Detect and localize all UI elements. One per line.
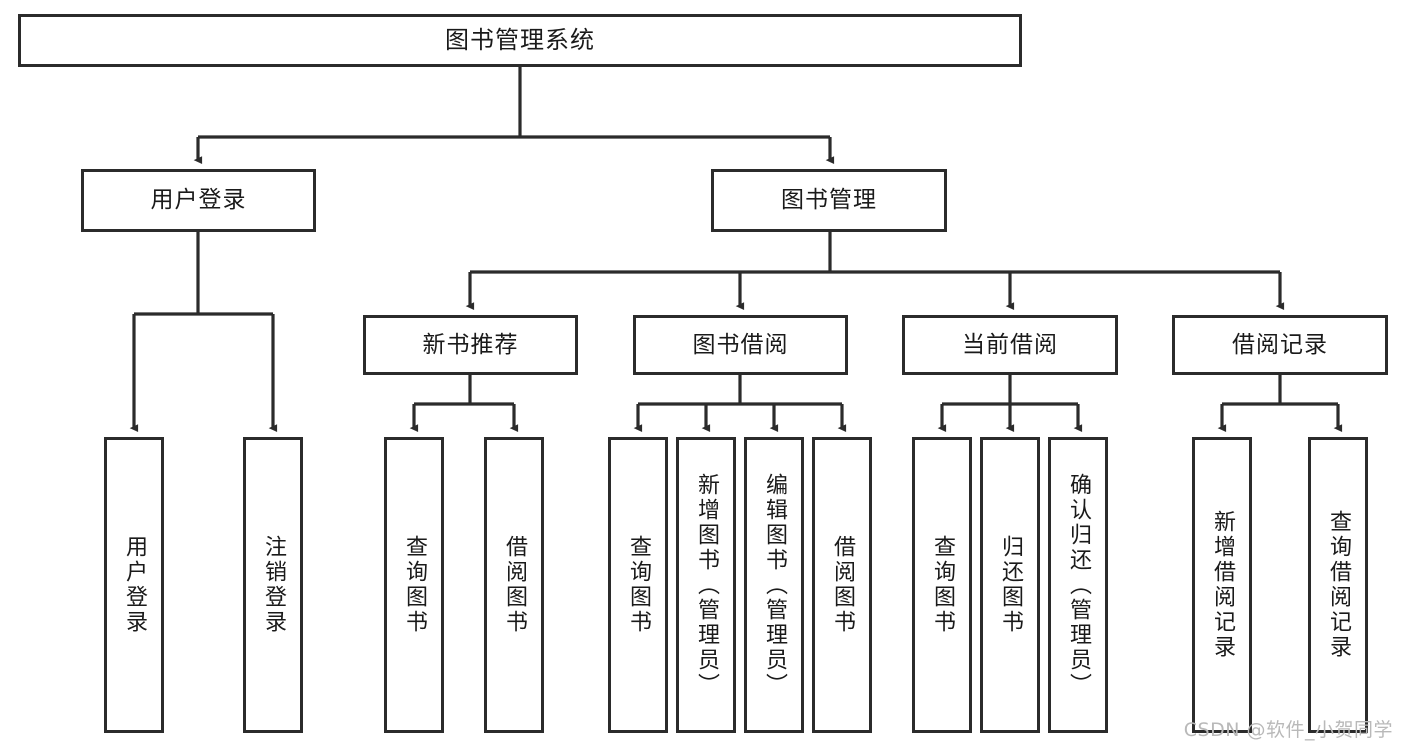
- leaf-user-login-logout[interactable]: 注销登录: [243, 437, 303, 733]
- leaf-label: 查询图书: [625, 535, 651, 635]
- node-current-borrow[interactable]: 当前借阅: [902, 315, 1118, 375]
- node-borrow-record[interactable]: 借阅记录: [1172, 315, 1388, 375]
- node-borrow-record-label: 借阅记录: [1232, 331, 1328, 358]
- node-root-label: 图书管理系统: [445, 25, 595, 54]
- leaf-label: 归还图书: [997, 535, 1023, 635]
- node-root-book-management-system[interactable]: 图书管理系统: [18, 14, 1022, 67]
- leaf-new-book-query-book[interactable]: 查询图书: [384, 437, 444, 733]
- leaf-label: 注销登录: [260, 535, 286, 635]
- leaf-record-query-record[interactable]: 查询借阅记录: [1308, 437, 1368, 733]
- leaf-borrow-borrow-book[interactable]: 借阅图书: [812, 437, 872, 733]
- csdn-watermark: CSDN @软件_小贺同学: [1183, 719, 1393, 741]
- leaf-borrow-edit-book-admin[interactable]: 编辑图书（管理员）: [744, 437, 804, 733]
- node-book-borrow-label: 图书借阅: [692, 331, 789, 358]
- leaf-label: 新增借阅记录: [1209, 510, 1235, 660]
- leaf-current-query-book[interactable]: 查询图书: [912, 437, 972, 733]
- node-new-book-recommend-label: 新书推荐: [422, 331, 519, 358]
- leaf-borrow-query-book[interactable]: 查询图书: [608, 437, 668, 733]
- leaf-user-login-login[interactable]: 用户登录: [104, 437, 164, 733]
- leaf-label: 编辑图书（管理员）: [761, 472, 787, 698]
- node-book-management[interactable]: 图书管理: [711, 169, 947, 232]
- leaf-current-return-book[interactable]: 归还图书: [980, 437, 1040, 733]
- leaf-label: 查询图书: [401, 535, 427, 635]
- leaf-label: 新增图书（管理员）: [693, 472, 719, 698]
- leaf-new-book-borrow-book[interactable]: 借阅图书: [484, 437, 544, 733]
- node-book-borrow[interactable]: 图书借阅: [633, 315, 848, 375]
- node-user-login[interactable]: 用户登录: [81, 169, 316, 232]
- leaf-record-add-record[interactable]: 新增借阅记录: [1192, 437, 1252, 733]
- node-book-management-label: 图书管理: [781, 187, 877, 214]
- node-user-login-label: 用户登录: [150, 187, 247, 214]
- leaf-label: 借阅图书: [829, 535, 855, 635]
- leaf-label: 借阅图书: [501, 535, 527, 635]
- leaf-borrow-add-book-admin[interactable]: 新增图书（管理员）: [676, 437, 736, 733]
- leaf-current-confirm-return-admin[interactable]: 确认归还（管理员）: [1048, 437, 1108, 733]
- leaf-label: 确认归还（管理员）: [1065, 472, 1091, 698]
- leaf-label: 用户登录: [121, 535, 147, 635]
- leaf-label: 查询借阅记录: [1325, 510, 1351, 660]
- node-current-borrow-label: 当前借阅: [962, 331, 1058, 358]
- leaf-label: 查询图书: [929, 535, 955, 635]
- node-new-book-recommend[interactable]: 新书推荐: [363, 315, 578, 375]
